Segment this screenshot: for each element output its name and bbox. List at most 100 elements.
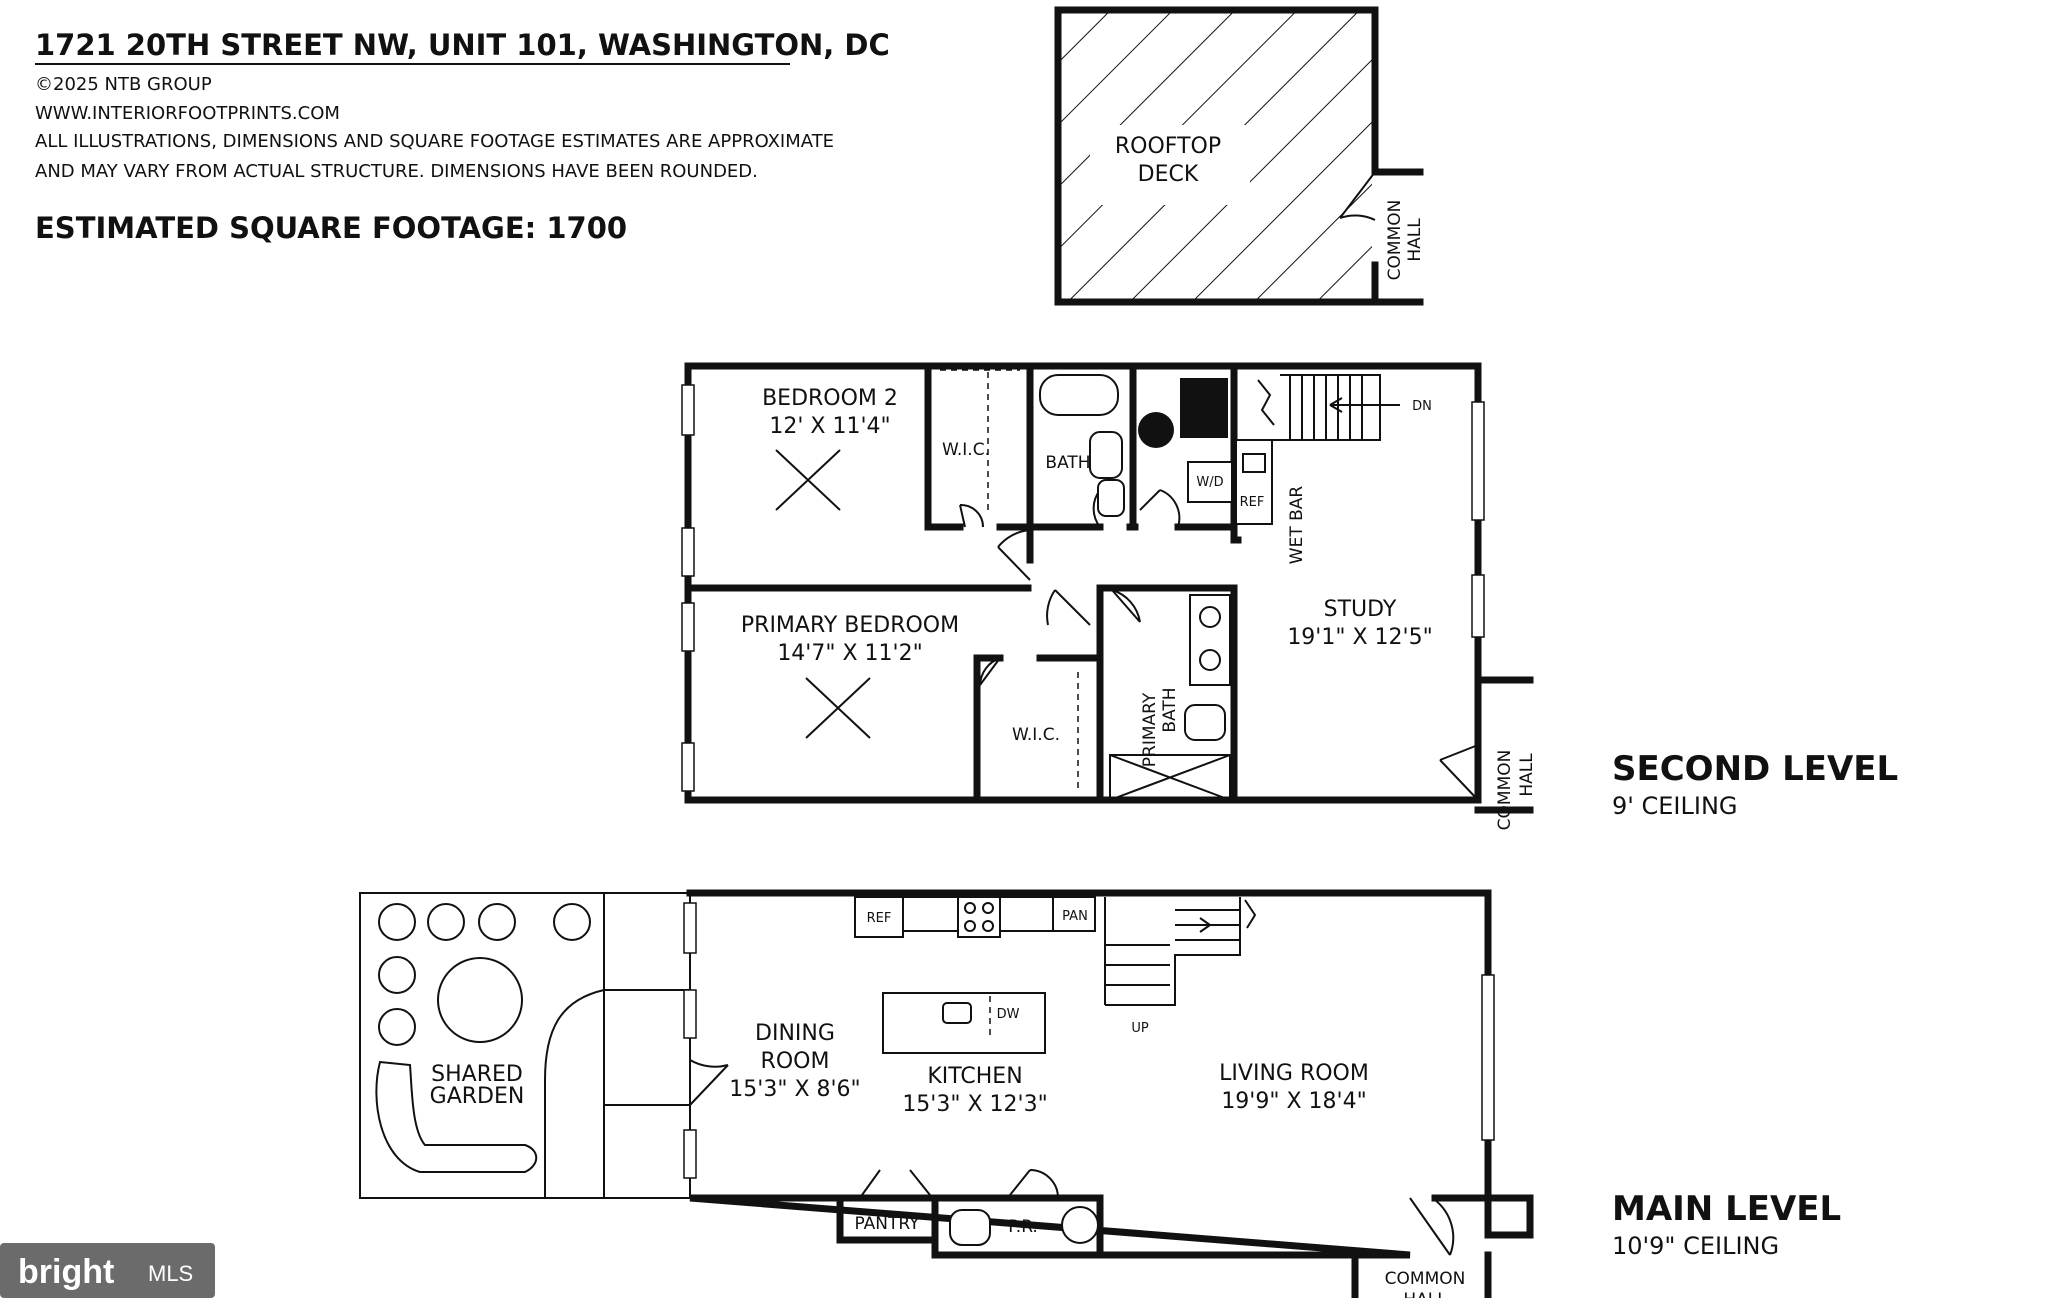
main-stair-treads — [1105, 909, 1240, 986]
water-heater — [1180, 378, 1228, 438]
stair-treads — [1289, 375, 1363, 440]
address-title: 1721 20TH STREET NW, UNIT 101, WASHINGTO… — [35, 28, 890, 62]
watermark-brand: bright — [18, 1253, 114, 1291]
pantry-label: PANTRY — [854, 1214, 920, 1234]
wd-label: W/D — [1196, 475, 1223, 490]
window — [681, 527, 695, 577]
primary-bath-door — [1111, 589, 1141, 623]
deck-label-bg — [1090, 125, 1250, 205]
shrub-icon — [378, 956, 416, 994]
dining-label-2: ROOM — [761, 1049, 830, 1074]
ceiling-fan-icon — [805, 677, 871, 739]
rooftop-hall-label-1: COMMON — [1385, 200, 1405, 281]
toilet — [1089, 431, 1123, 479]
rooftop-hall-walls — [1371, 168, 1424, 306]
shrub-icon — [378, 903, 416, 941]
shrub-icon — [427, 903, 465, 941]
window — [683, 902, 697, 954]
second-level: BEDROOM 2 12' X 11'4" W.I.C. BATH W/D RE… — [681, 362, 1898, 830]
ceiling-fan-icon — [775, 449, 841, 511]
second-level-ceiling: 9' CEILING — [1612, 792, 1738, 820]
wall-wic-bath — [924, 362, 1104, 531]
dining-garden-door — [689, 1059, 729, 1106]
bed2-door — [997, 529, 1031, 581]
main-stair-arrow — [1175, 917, 1211, 933]
wall-study — [1230, 362, 1242, 544]
second-hall-walls — [1474, 676, 1534, 814]
wetbar-ref-label: REF — [1240, 495, 1265, 510]
square-footage: ESTIMATED SQUARE FOOTAGE: 1700 — [35, 211, 627, 245]
rooftop-door — [1339, 171, 1376, 221]
bath-label: BATH — [1045, 453, 1090, 473]
rooftop-level: ROOFTOP DECK COMMON HALL — [1054, 6, 1425, 306]
window — [681, 384, 695, 436]
bedroom2-label: BEDROOM 2 — [762, 386, 898, 411]
second-hall-door — [1439, 744, 1479, 801]
pr-door — [1009, 1169, 1059, 1199]
watermark-bg — [0, 1243, 215, 1298]
stair-up-label: UP — [1131, 1021, 1149, 1036]
kitchen-label: KITCHEN — [927, 1064, 1022, 1089]
disclaimer-line-1: ALL ILLUSTRATIONS, DIMENSIONS AND SQUARE… — [35, 131, 834, 152]
window — [681, 742, 695, 792]
laundry-door — [1139, 489, 1181, 528]
pan-label: PAN — [1062, 909, 1088, 924]
range-cooktop — [957, 896, 1001, 938]
window — [1481, 974, 1495, 1141]
main-level: SHARED GARDEN DINING ROOM 15'3" X 8'6" K… — [359, 889, 1841, 1298]
garden-walkway — [603, 893, 690, 1198]
main-stair-break — [1244, 899, 1257, 929]
wic-primary-label: W.I.C. — [1012, 725, 1060, 745]
second-level-title: SECOND LEVEL — [1612, 749, 1898, 789]
rooftop-hall-label-2: HALL — [1405, 218, 1425, 262]
primary-toilet — [1184, 704, 1226, 741]
main-stair-outline — [1104, 897, 1241, 1006]
wall-bath — [1026, 362, 1238, 564]
watermark-suffix: MLS — [148, 1261, 193, 1286]
main-vestibule — [1484, 1194, 1534, 1239]
stair-arrow — [1329, 397, 1400, 413]
shrub-icon — [478, 903, 516, 941]
garden-path-curve — [544, 989, 605, 1198]
wic-top-label: W.I.C. — [942, 440, 990, 460]
vanity-sink-1 — [1199, 606, 1221, 628]
dining-dims: 15'3" X 8'6" — [729, 1077, 860, 1102]
pr-sink — [1061, 1206, 1099, 1244]
main-hall-walls — [1351, 1251, 1492, 1298]
burner-icon — [964, 920, 976, 932]
main-level-ceiling: 10'9" CEILING — [1612, 1232, 1779, 1260]
header: 1721 20TH STREET NW, UNIT 101, WASHINGTO… — [35, 28, 890, 245]
study-dims: 19'1" X 12'5" — [1287, 625, 1432, 650]
wic-door — [979, 657, 1001, 686]
pantry-doors — [861, 1169, 931, 1196]
tree-icon — [437, 957, 523, 1043]
window — [681, 602, 695, 652]
island-sink — [942, 1002, 972, 1024]
rooftop-deck-walls — [1054, 6, 1379, 306]
primary-bedroom-label: PRIMARY BEDROOM — [741, 613, 959, 638]
pantry-cabinet — [1052, 896, 1096, 932]
disclaimer-line-2: AND MAY VARY FROM ACTUAL STRUCTURE. DIME… — [35, 161, 758, 182]
washer-dryer — [1187, 461, 1233, 503]
main-hall-label-1: COMMON — [1385, 1269, 1466, 1289]
powder-room-label: P.R. — [1008, 1217, 1038, 1237]
bath-sink — [1097, 479, 1125, 517]
living-room-label: LIVING ROOM — [1219, 1061, 1369, 1086]
pantry-pr-walls — [836, 1194, 1104, 1259]
wall-primary-bath — [1096, 584, 1238, 804]
burner-icon — [964, 902, 976, 914]
wet-bar-sink — [1242, 453, 1266, 473]
rooftop-deck-label-2: DECK — [1138, 162, 1199, 187]
window — [683, 989, 697, 1039]
burner-icon — [982, 920, 994, 932]
shower — [1109, 754, 1231, 801]
garden-boundary — [359, 892, 691, 1199]
garden-label-1: SHARED — [431, 1062, 523, 1087]
bedroom2-dims: 12' X 11'4" — [769, 414, 890, 439]
primary-bedroom-dims: 14'7" X 11'2" — [777, 641, 922, 666]
main-level-title: MAIN LEVEL — [1612, 1189, 1841, 1229]
pr-toilet — [949, 1209, 991, 1246]
wet-bar-counter — [1235, 439, 1273, 525]
wet-bar-label: WET BAR — [1287, 486, 1307, 565]
